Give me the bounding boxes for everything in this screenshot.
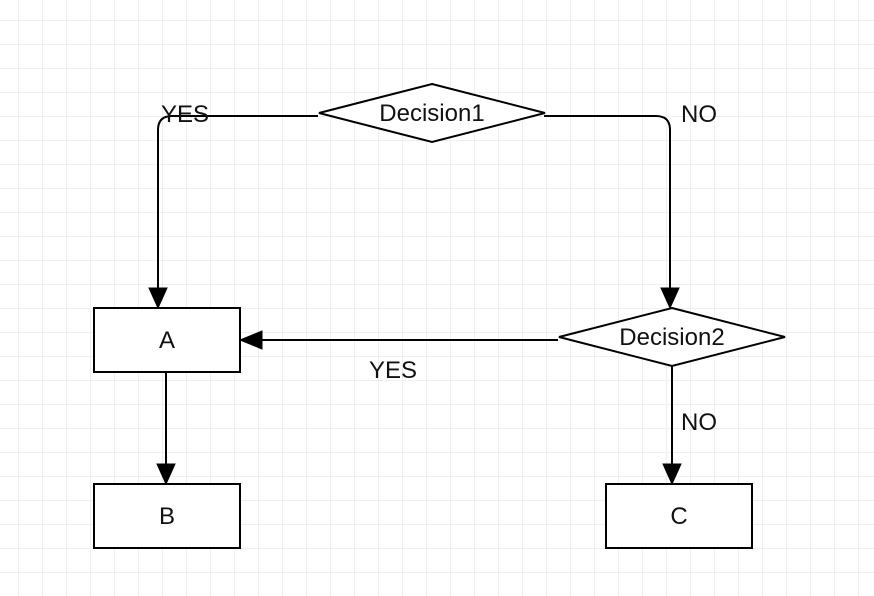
rectangle-shape [605, 483, 753, 549]
node-label-c: C [670, 503, 687, 530]
rectangle-shape [93, 307, 241, 373]
edge-decision1-to-decision2 [544, 115, 680, 310]
arrowhead [238, 330, 263, 350]
diamond-shape [318, 82, 546, 144]
diamond-shape [558, 306, 786, 368]
edge-label-d2-yes: YES [369, 357, 417, 384]
node-decision2[interactable]: Decision2 [558, 306, 786, 368]
node-label-a: A [159, 327, 175, 354]
edge-label-d1-no: NO [681, 101, 717, 128]
node-decision1[interactable]: Decision1 [318, 82, 546, 144]
rectangle-shape [93, 483, 241, 549]
edge-label-d2-no: NO [681, 409, 717, 436]
node-label-b: B [159, 503, 175, 530]
arrowhead [156, 463, 176, 486]
arrowhead [662, 463, 682, 486]
edge-label-d1-yes: YES [161, 101, 209, 128]
node-label-decision1: Decision1 [379, 100, 484, 127]
edge-decision2-to-a [238, 330, 558, 350]
node-c[interactable]: C [605, 483, 753, 549]
arrowhead [660, 287, 680, 310]
edge-decision1-to-a [148, 115, 318, 310]
arrowhead [148, 287, 168, 310]
node-a[interactable]: A [93, 307, 241, 373]
node-b[interactable]: B [93, 483, 241, 549]
edge-decision2-to-c [662, 366, 682, 486]
edge-a-to-b [156, 372, 176, 486]
node-label-decision2: Decision2 [619, 324, 724, 351]
